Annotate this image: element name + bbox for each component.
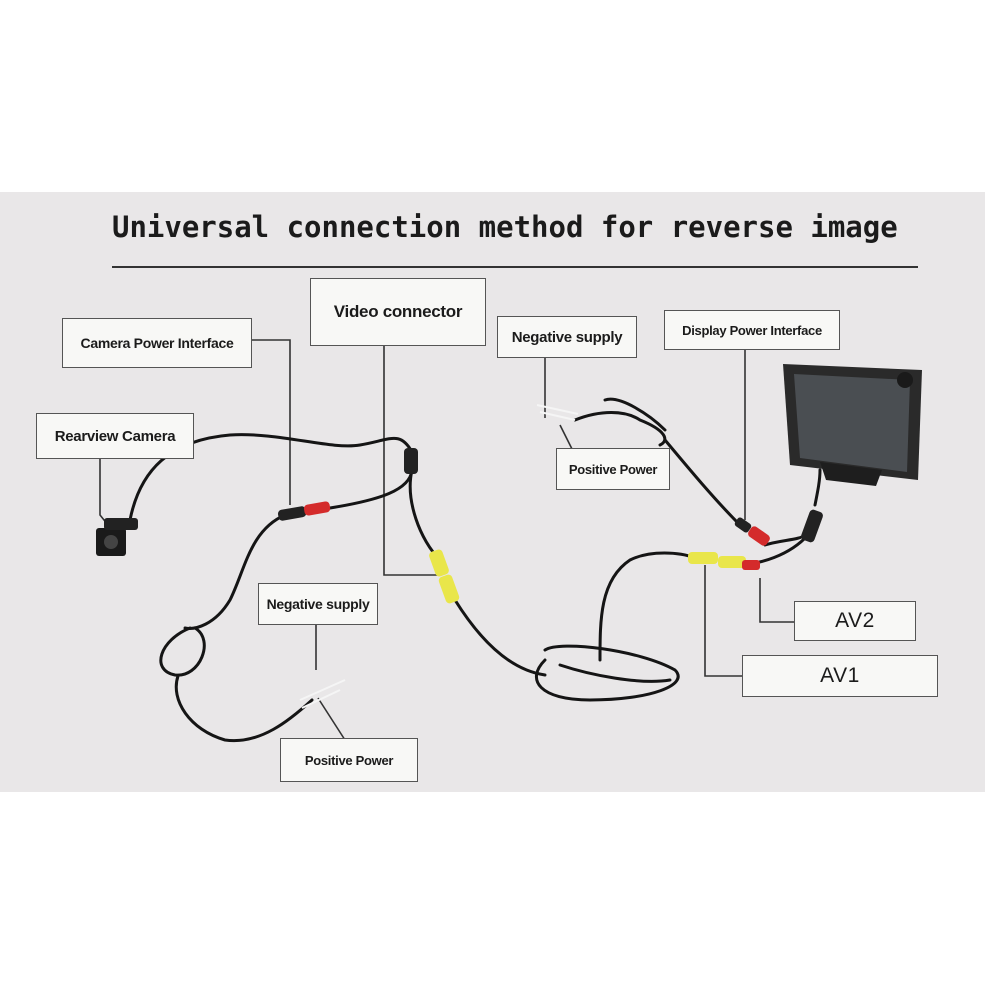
rearview-camera-device: [96, 518, 138, 556]
camera-cable: [128, 433, 414, 522]
label-positive-power-bottom: Positive Power: [280, 738, 418, 782]
label-av1: AV1: [742, 655, 938, 697]
label-av1-text: AV1: [820, 664, 860, 687]
label-av2-text: AV2: [835, 609, 875, 632]
label-camera-power-interface: Camera Power Interface: [62, 318, 252, 368]
power-cable-lower: [174, 674, 314, 743]
label-negative-supply-top-text: Negative supply: [511, 328, 623, 346]
diagram-title: Universal connection method for reverse …: [112, 210, 898, 244]
cable-coil-right: [534, 644, 680, 702]
monitor-neck-cable: [813, 468, 822, 507]
label-video-connector-text: Video connector: [333, 302, 463, 321]
leader-camera-power: [250, 339, 291, 505]
connector-plugs: [277, 448, 823, 604]
label-display-power-interface-text: Display Power Interface: [682, 322, 822, 338]
leader-positive-bottom: [317, 697, 346, 741]
label-camera-power-interface-text: Camera Power Interface: [80, 335, 234, 351]
video-cable-mid: [453, 598, 547, 677]
display-monitor: [783, 364, 922, 486]
video-cable-right: [598, 551, 697, 662]
cables: [128, 397, 822, 743]
label-rearview-camera: Rearview Camera: [36, 413, 194, 459]
label-positive-power-bottom-text: Positive Power: [304, 752, 394, 768]
cable-coil-left: [159, 626, 206, 677]
camera-to-red-cable: [328, 468, 414, 510]
bare-wire-ends: [299, 404, 579, 709]
leader-video-connector: [383, 345, 440, 576]
cable-coil-right-inner: [558, 663, 672, 683]
label-positive-power-top: Positive Power: [556, 448, 670, 490]
label-display-power-interface: Display Power Interface: [664, 310, 840, 350]
label-rearview-camera-text: Rearview Camera: [54, 427, 176, 445]
label-negative-supply-bottom: Negative supply: [258, 583, 378, 625]
title-underline: [112, 266, 918, 268]
leader-lines: [99, 339, 795, 741]
label-positive-power-top-text: Positive Power: [568, 461, 658, 477]
leader-av2: [759, 578, 795, 623]
leader-av1: [704, 565, 742, 677]
monitor-power-to-red: [663, 438, 742, 527]
label-negative-supply-bottom-text: Negative supply: [266, 596, 370, 612]
label-negative-supply-top: Negative supply: [497, 316, 637, 358]
video-cable-upper: [408, 468, 442, 562]
label-video-connector: Video connector: [310, 278, 486, 346]
leader-rearview-camera: [99, 455, 109, 526]
power-cable-left: [183, 513, 287, 630]
label-av2: AV2: [794, 601, 916, 641]
coil-top-right: [603, 397, 667, 432]
